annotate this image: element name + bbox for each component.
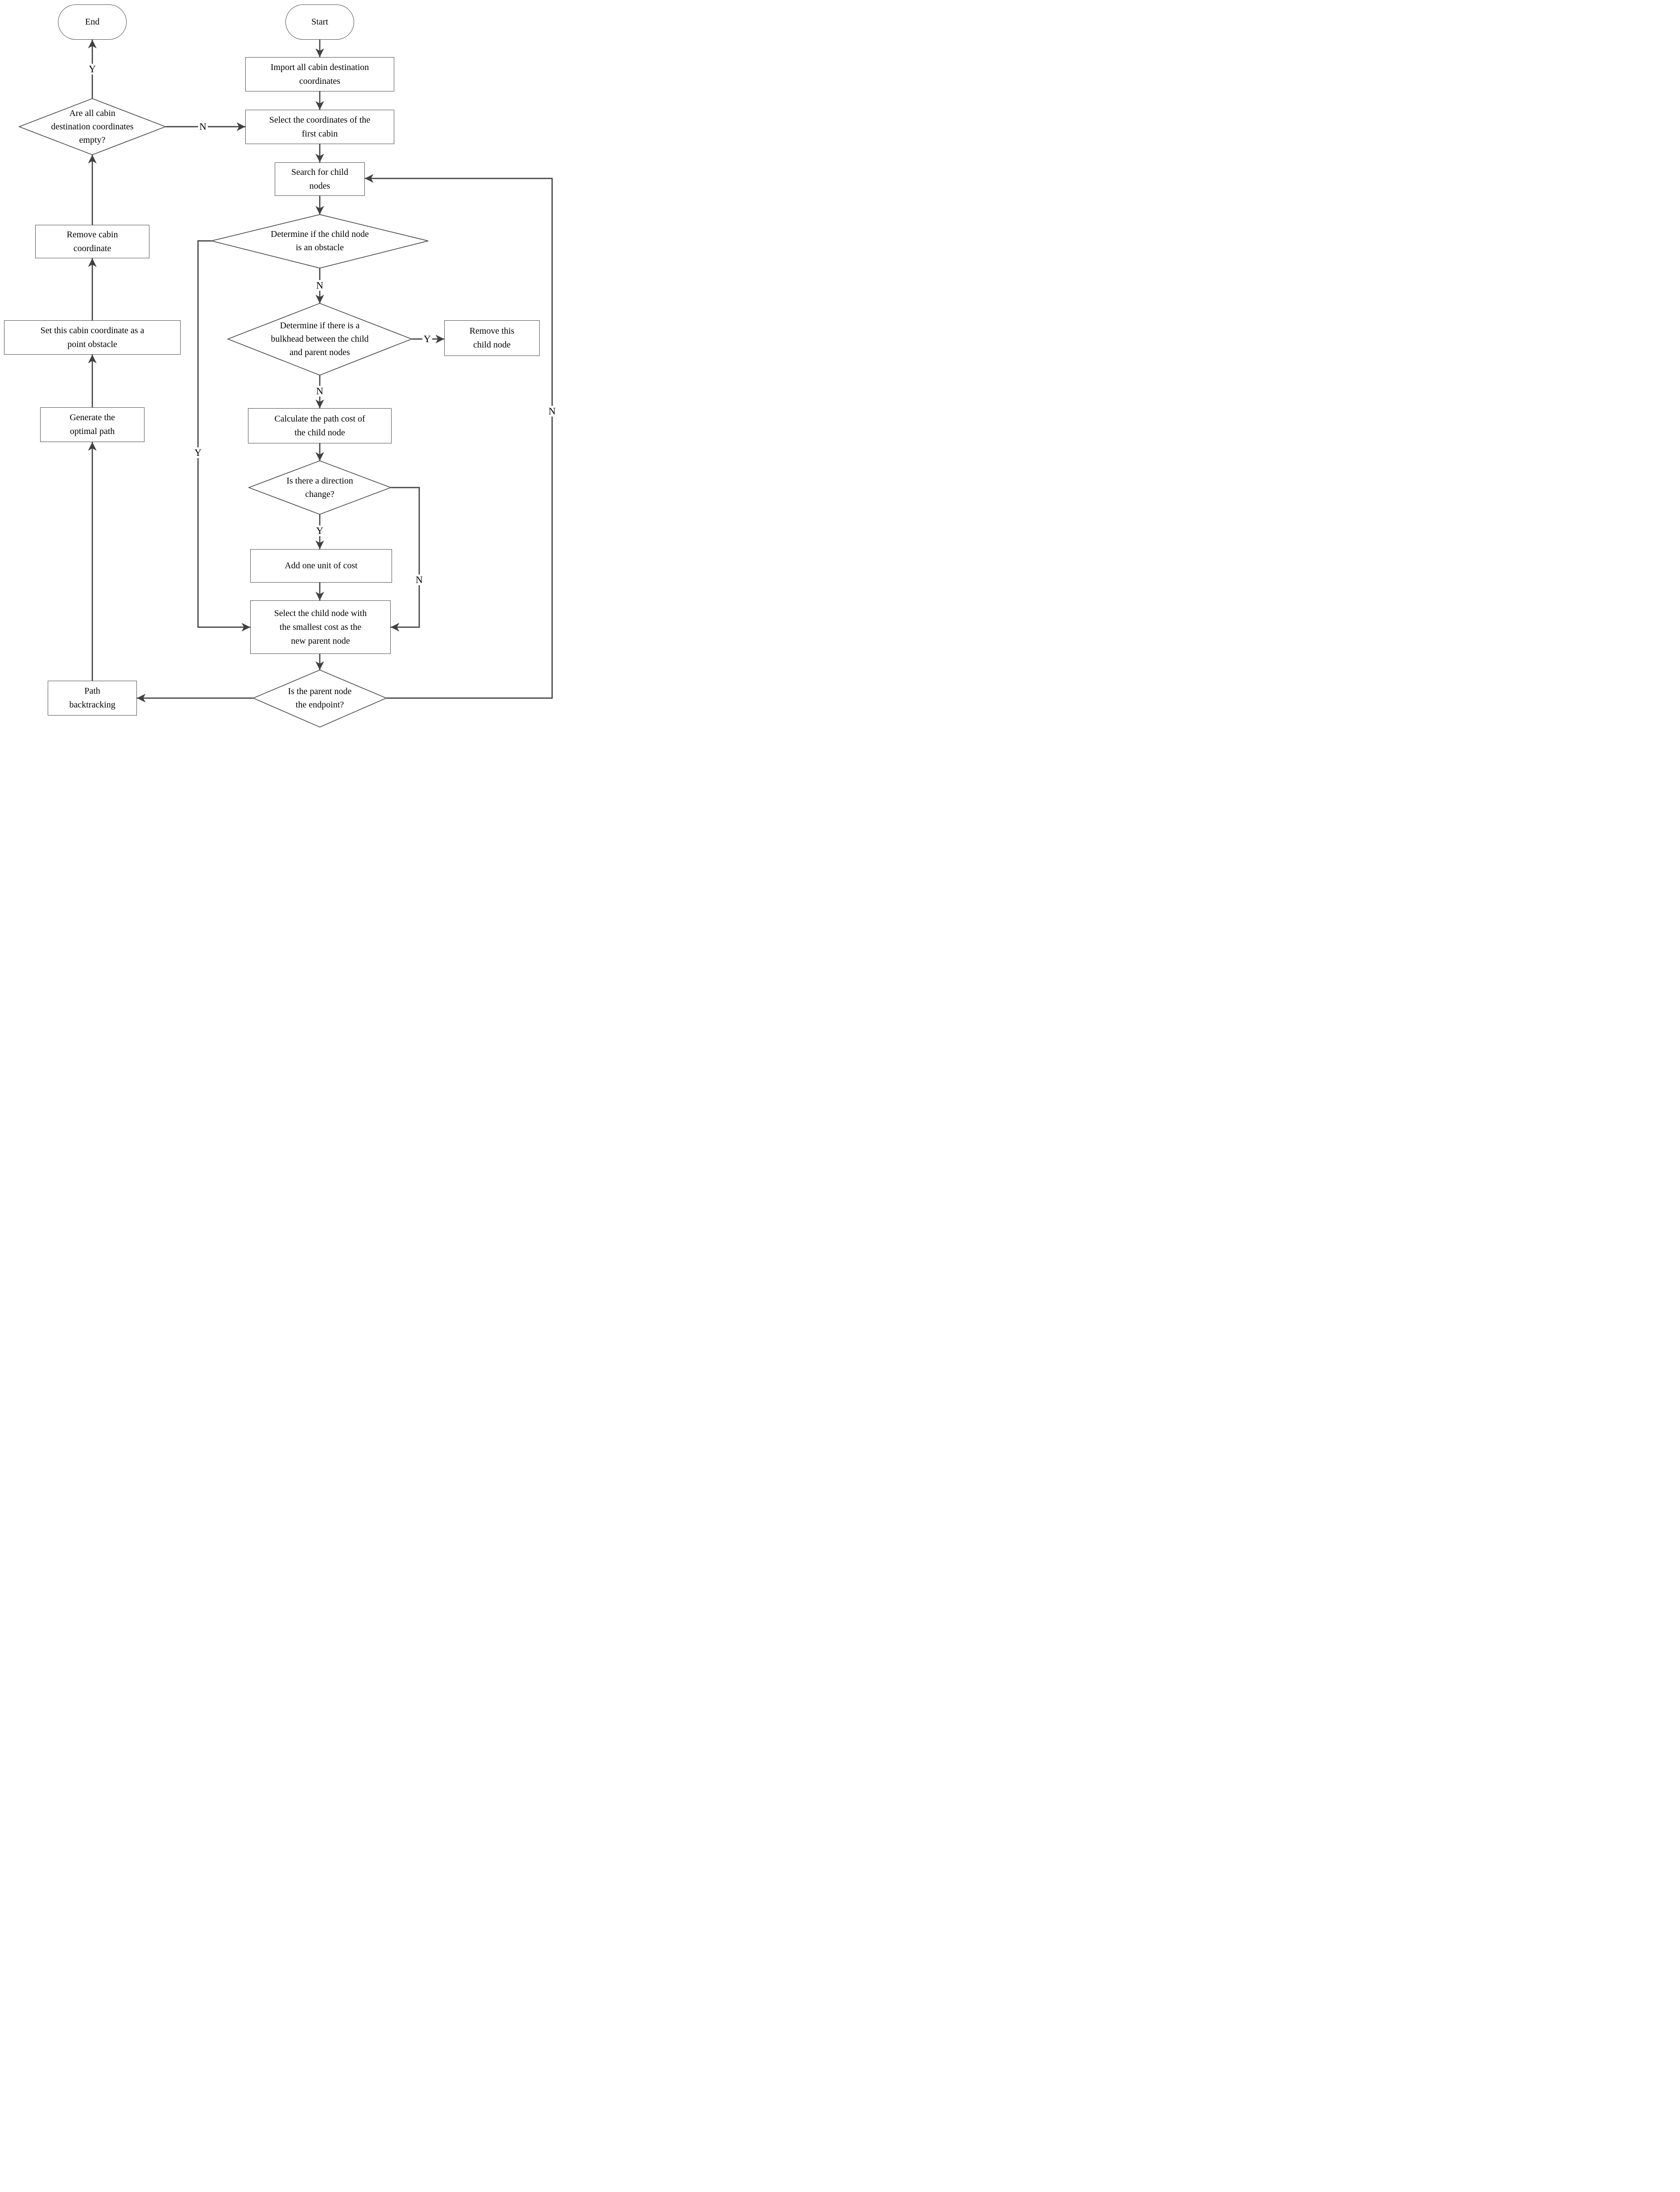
decision-child-node-obstacle-label: Determine if the child node is an obstac…: [271, 229, 369, 252]
branch-label-bulkhead-yes: Y: [422, 333, 432, 345]
decision-bulkhead-between: [227, 303, 413, 376]
process-remove-child-node-label: Remove this child node: [469, 326, 515, 350]
start-terminator: Start: [285, 4, 354, 40]
decision-all-coordinates-empty-label: Are all cabin destination coordinates em…: [51, 108, 134, 145]
decision-direction-change-label: Is there a direction change?: [286, 476, 353, 499]
process-set-point-obstacle-label: Set this cabin coordinate as a point obs…: [40, 325, 144, 349]
process-path-backtracking: Path backtracking: [48, 681, 137, 716]
branch-label-obstacle-yes: Y: [193, 447, 203, 459]
decision-parent-endpoint-label: Is the parent node the endpoint?: [288, 687, 352, 710]
process-calculate-path-cost-label: Calculate the path cost of the child nod…: [274, 414, 365, 438]
process-calculate-path-cost: Calculate the path cost of the child nod…: [248, 408, 392, 443]
process-remove-child-node: Remove this child node: [444, 320, 540, 356]
end-label: End: [85, 17, 100, 27]
branch-label-endpoint-no: N: [547, 405, 557, 417]
process-generate-optimal-path-label: Generate the optimal path: [70, 413, 115, 436]
edge-direction-no-to-selectchild: [391, 487, 420, 632]
decision-bulkhead-between-label: Determine if there is a bulkhead between…: [271, 321, 369, 357]
branch-label-direction-no: N: [414, 574, 424, 586]
process-select-smallest-cost-child: Select the child node with the smallest …: [250, 600, 391, 654]
process-select-smallest-cost-child-label: Select the child node with the smallest …: [274, 608, 367, 646]
decision-child-node-obstacle: [211, 214, 429, 269]
decision-direction-change: [248, 460, 392, 515]
process-path-backtracking-label: Path backtracking: [69, 686, 116, 710]
edge-obstacle-yes-to-selectchild: [197, 240, 250, 632]
branch-label-empty-yes: Y: [87, 63, 97, 75]
process-select-first-cabin: Select the coordinates of the first cabi…: [245, 110, 394, 144]
process-select-first-cabin-label: Select the coordinates of the first cabi…: [269, 115, 371, 139]
process-add-unit-cost-label: Add one unit of cost: [285, 561, 358, 571]
process-search-child-nodes-label: Search for child nodes: [291, 167, 348, 191]
branch-label-bulkhead-no: N: [315, 385, 325, 397]
process-search-child-nodes: Search for child nodes: [275, 162, 365, 196]
process-import-coordinates: Import all cabin destination coordinates: [245, 57, 394, 91]
flowchart-edges-layer: [18, 40, 553, 728]
branch-label-empty-no: N: [198, 121, 208, 132]
process-add-unit-cost: Add one unit of cost: [250, 549, 392, 583]
decision-parent-endpoint: [252, 670, 388, 728]
process-remove-cabin-coordinate-label: Remove cabin coordinate: [66, 229, 118, 253]
branch-label-obstacle-no: N: [315, 280, 325, 291]
flowchart-canvas: End Start Import all cabin destination c…: [0, 0, 560, 731]
edge-endpoint-no-to-search: [365, 174, 553, 699]
process-remove-cabin-coordinate: Remove cabin coordinate: [35, 225, 149, 258]
process-import-coordinates-label: Import all cabin destination coordinates: [270, 62, 369, 86]
decision-all-coordinates-empty: [18, 98, 167, 155]
process-generate-optimal-path: Generate the optimal path: [40, 407, 144, 442]
start-label: Start: [311, 17, 328, 27]
end-terminator: End: [58, 4, 127, 40]
branch-label-direction-yes: Y: [315, 525, 325, 537]
process-set-point-obstacle: Set this cabin coordinate as a point obs…: [4, 320, 181, 355]
